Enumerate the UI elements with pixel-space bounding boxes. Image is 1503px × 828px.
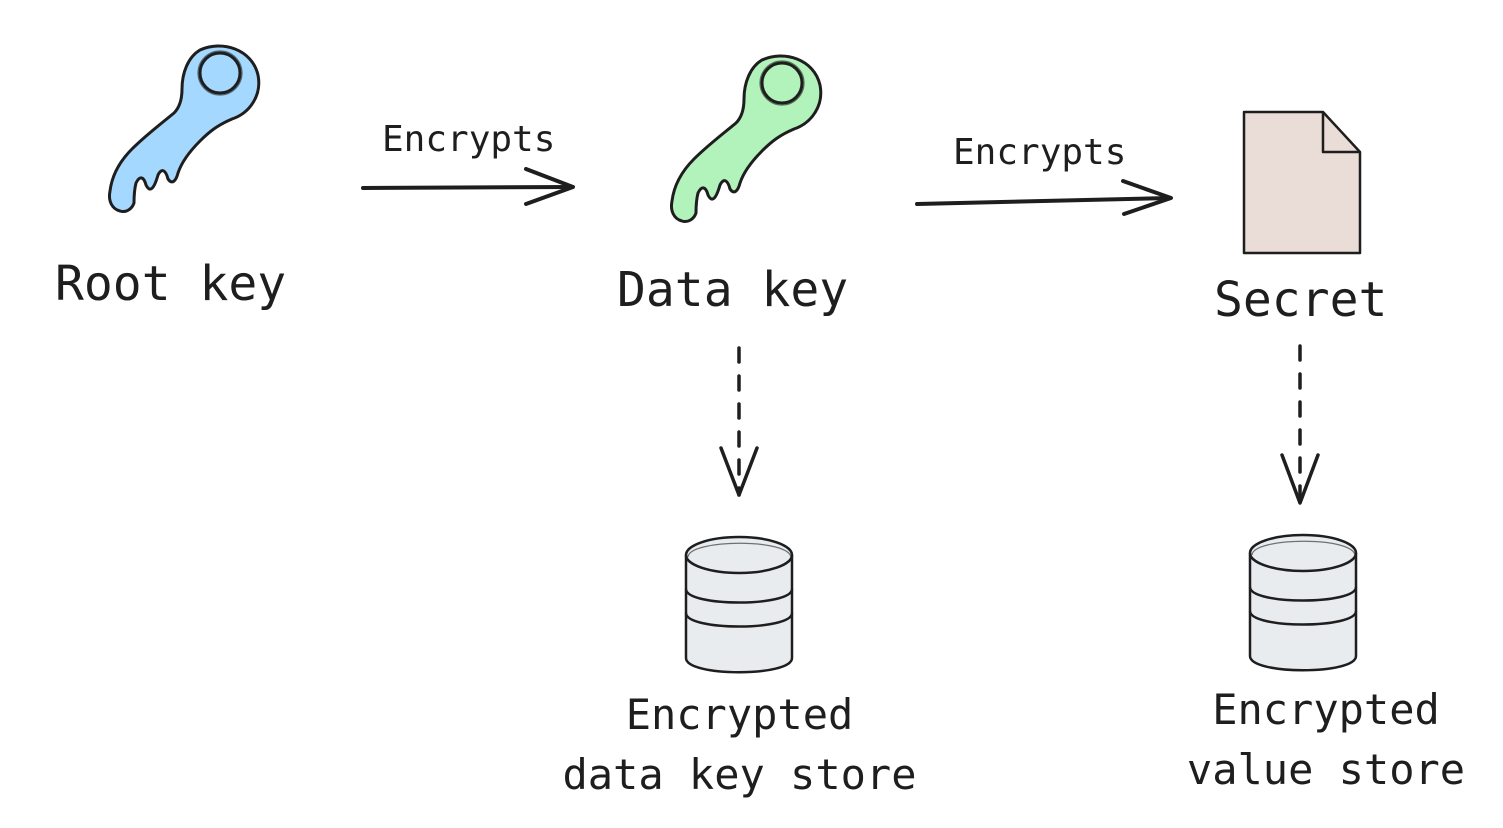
root-to-data-edge-label: Encrypts <box>382 119 556 160</box>
value-store-database-shape <box>1248 533 1358 672</box>
value-store-label-line1: Encrypted <box>1212 685 1440 734</box>
value-store-label: Encrypted value store <box>1176 680 1476 800</box>
data-key-store-database-icon <box>684 535 794 674</box>
root-key-shape <box>107 44 261 214</box>
data-to-secret-edge-label: Encrypts <box>953 132 1127 173</box>
data-key-store-label-line2: data key store <box>562 750 917 799</box>
value-store-label-line2: value store <box>1186 745 1466 794</box>
data-key-store-label-line1: Encrypted <box>625 690 854 739</box>
root-key-label: Root key <box>55 256 287 312</box>
arrow-root-to-data <box>361 167 575 206</box>
data-key-icon <box>669 54 823 224</box>
arrow-data-to-store <box>719 346 759 497</box>
data-key-store-database-shape <box>684 535 794 674</box>
root-key-icon <box>107 44 261 214</box>
data-key-label: Data key <box>617 262 849 318</box>
document-icon <box>1242 110 1362 255</box>
value-store-database-icon <box>1248 533 1358 672</box>
arrow-secret-to-store <box>1280 344 1320 505</box>
data-key-shape <box>669 54 823 224</box>
data-key-store-label: Encrypted data key store <box>552 685 927 805</box>
secret-label: Secret <box>1214 272 1388 328</box>
arrow-data-to-secret <box>915 179 1173 216</box>
